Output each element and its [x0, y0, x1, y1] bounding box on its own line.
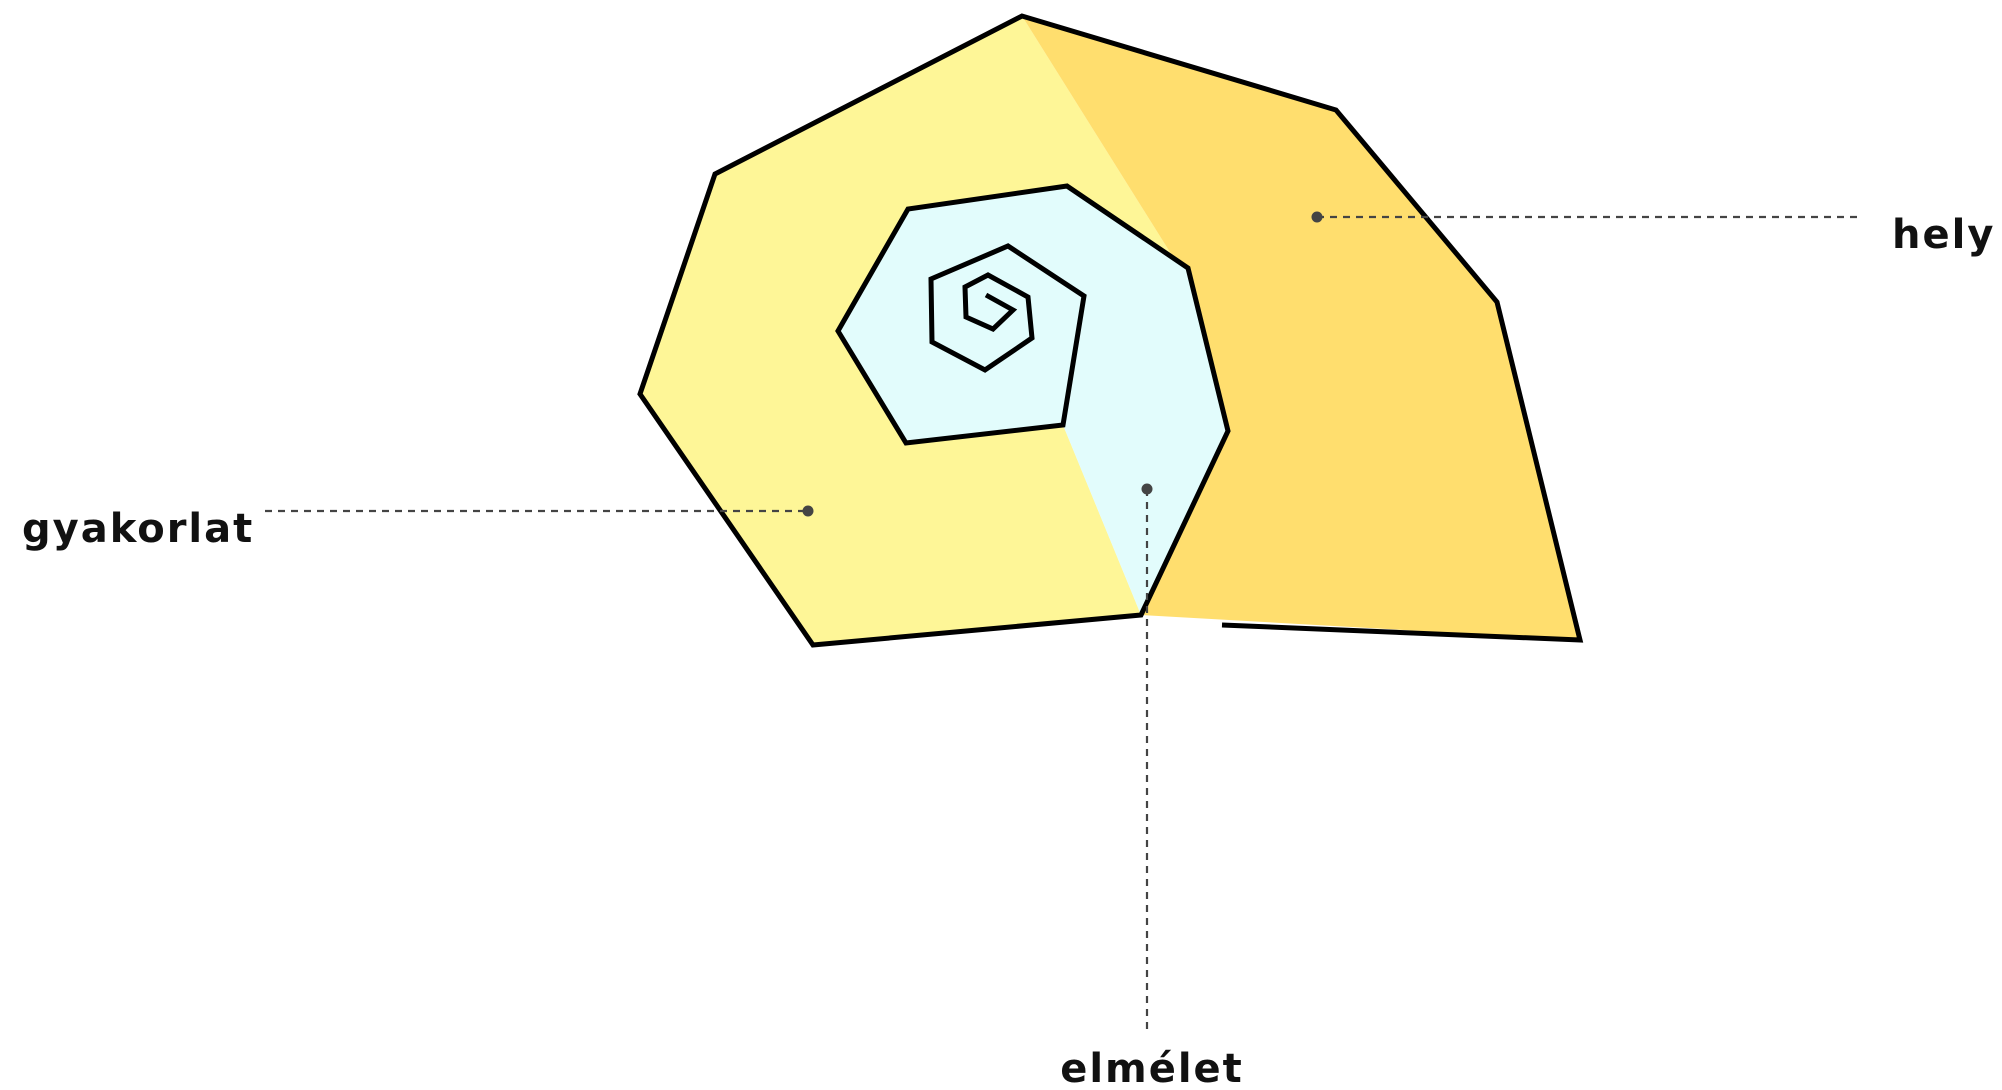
label-hely: hely: [1892, 212, 1995, 258]
leader-hely-dot: [1312, 212, 1323, 223]
leader-gyakorlat-dot: [803, 506, 814, 517]
label-gyakorlat: gyakorlat: [22, 506, 254, 552]
label-elmelet: elmélet: [1060, 1046, 1244, 1090]
leader-elmelet-dot: [1142, 484, 1153, 495]
